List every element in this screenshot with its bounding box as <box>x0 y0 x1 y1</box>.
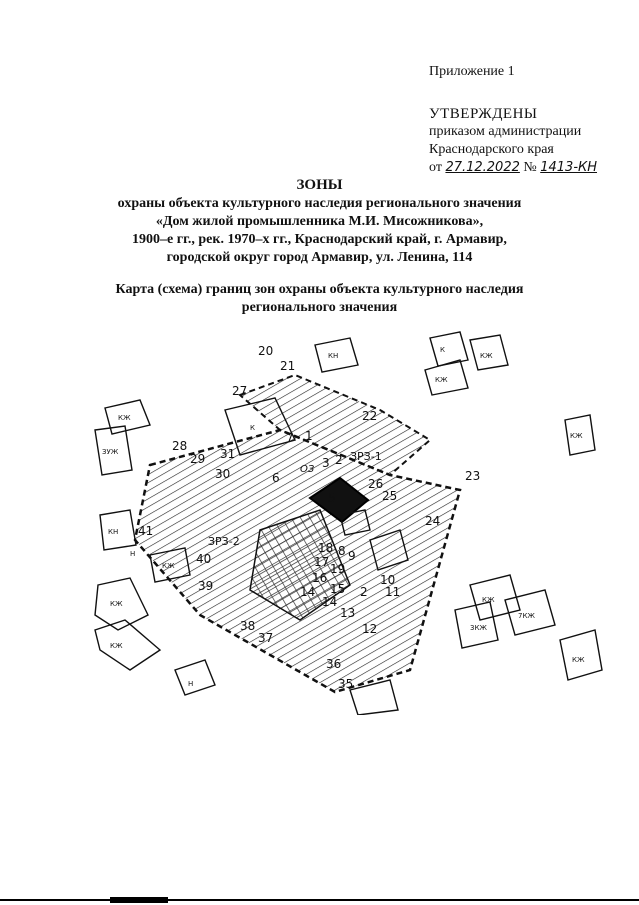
date-prefix: от <box>429 160 442 175</box>
map-label: 41 <box>138 524 153 538</box>
map-label: 16 <box>312 571 327 585</box>
svg-text:КЖ: КЖ <box>570 432 583 440</box>
map-label: 17 <box>314 555 329 569</box>
map-label: 40 <box>196 552 211 566</box>
zones-title: ЗОНЫ <box>296 177 343 193</box>
map-title-line-2: регионального значения <box>241 300 398 315</box>
svg-text:3КЖ: 3КЖ <box>470 624 487 632</box>
map-label: 22 <box>362 409 377 423</box>
object-label: ОЗ <box>300 464 315 475</box>
svg-text:ЗУЖ: ЗУЖ <box>102 448 119 456</box>
svg-text:К: К <box>440 346 445 354</box>
map-label: 10 <box>380 573 395 587</box>
svg-text:КЖ: КЖ <box>110 642 123 650</box>
map-label: 35 <box>338 677 353 691</box>
map-label: 3 <box>322 456 330 470</box>
map-label: 39 <box>198 579 213 593</box>
svg-text:КЖ: КЖ <box>480 352 493 360</box>
svg-text:Н: Н <box>188 680 193 688</box>
map-label: 26 <box>368 477 383 491</box>
map-numbers: 20 21 27 22 7 1 28 29 31 30 6 3 2 ЗРЗ-1 … <box>138 344 480 691</box>
building-codes: КЖ ЗУЖ КН Н КЖ КЖ КЖ Н К КН К КЖ КЖ КЖ К… <box>102 346 585 688</box>
svg-text:КЖ: КЖ <box>110 600 123 608</box>
title-line-4: городской округ город Армавир, ул. Ленин… <box>166 250 473 265</box>
svg-text:КЖ: КЖ <box>162 562 175 570</box>
map-label: 18 <box>318 541 333 555</box>
map-label: 2 <box>335 453 343 467</box>
svg-text:7КЖ: 7КЖ <box>518 612 535 620</box>
zone-label-zrz1: ЗРЗ-1 <box>350 450 382 463</box>
svg-text:КЖ: КЖ <box>482 596 495 604</box>
title-line-2: «Дом жилой промышленника М.И. Мисожников… <box>155 214 484 229</box>
map-label: 6 <box>272 471 280 485</box>
map-label: 12 <box>362 622 377 636</box>
building-outlines <box>94 331 603 715</box>
map-label: 9 <box>348 549 356 563</box>
map-label: 23 <box>465 469 480 483</box>
svg-text:КЖ: КЖ <box>118 414 131 422</box>
number-value: 1413-КН <box>540 160 598 175</box>
map-label: 1 <box>305 429 313 443</box>
footer-line <box>0 899 639 901</box>
map-label: 8 <box>338 544 346 558</box>
approved-label: УТВЕРЖДЕНЫ <box>429 106 538 122</box>
zone-label-zrz2: ЗРЗ-2 <box>208 535 240 548</box>
svg-text:КН: КН <box>108 528 118 536</box>
map-label: 38 <box>240 619 255 633</box>
order-line-2: Краснодарского края <box>429 142 554 157</box>
map-label: 15 <box>330 582 345 596</box>
svg-text:КЖ: КЖ <box>435 376 448 384</box>
map-label: 11 <box>385 585 400 599</box>
map-label: 2 <box>360 585 368 599</box>
map-label: 24 <box>425 514 440 528</box>
title-line-3: 1900–е гг., рек. 1970–х гг., Краснодарск… <box>132 232 507 247</box>
protected-object <box>308 476 370 524</box>
map-label: 29 <box>190 452 205 466</box>
appendix-label: Приложение 1 <box>429 64 515 79</box>
svg-text:К: К <box>250 424 255 432</box>
map-label: 27 <box>232 384 247 398</box>
map-label: 14 <box>322 595 337 609</box>
map-label: 28 <box>172 439 187 453</box>
map-label: 25 <box>382 489 397 503</box>
map-label: 37 <box>258 631 273 645</box>
footer-mark <box>110 897 168 903</box>
map-label: 7 <box>286 431 294 445</box>
svg-text:КЖ: КЖ <box>572 656 585 664</box>
map-label: 30 <box>215 467 230 481</box>
map-label: 19 <box>330 562 345 576</box>
map-label: 36 <box>326 657 341 671</box>
map-label: 31 <box>220 447 235 461</box>
svg-text:Н: Н <box>130 550 135 558</box>
zone-map: 20 21 27 22 7 1 28 29 31 30 6 3 2 ЗРЗ-1 … <box>94 331 603 715</box>
map-label: 5 <box>328 491 336 505</box>
map-label: 13 <box>340 606 355 620</box>
number-prefix: № <box>523 160 537 175</box>
map-label: 20 <box>258 344 273 358</box>
zone-zrz-1 <box>238 373 432 477</box>
map-label: 14 <box>300 585 315 599</box>
order-line-1: приказом администрации <box>429 124 582 139</box>
date-value: 27.12.2022 <box>445 160 520 175</box>
map-label: 21 <box>280 359 295 373</box>
title-line-1: охраны объекта культурного наследия реги… <box>117 196 522 211</box>
svg-text:КН: КН <box>328 352 338 360</box>
order-date-line: от 27.12.2022 № 1413-КН <box>429 160 597 176</box>
map-title-line-1: Карта (схема) границ зон охраны объекта … <box>115 282 524 297</box>
zone-grid <box>249 509 351 621</box>
